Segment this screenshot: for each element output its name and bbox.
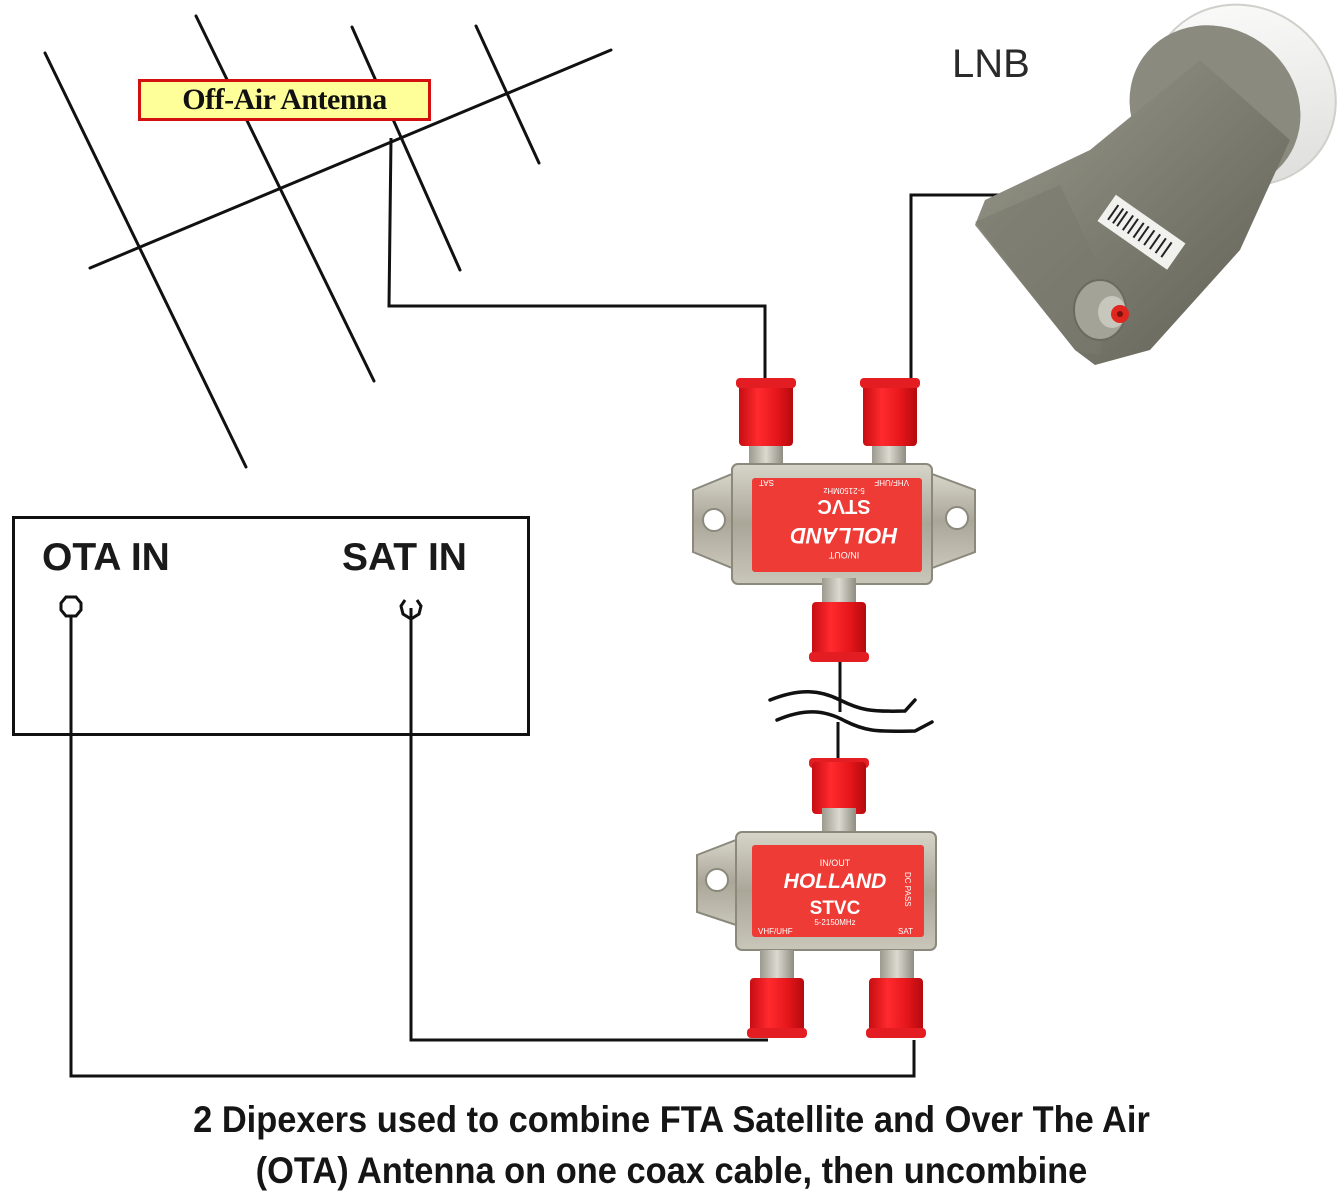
- diplexer-bottom-vhf: VHF/UHF: [758, 927, 793, 936]
- antenna-element-2: [194, 14, 376, 383]
- diplexer-bottom-brand: HOLLAND: [784, 870, 887, 893]
- diplexer-top-brand: HOLLAND: [790, 523, 898, 548]
- lnb-feed-wire: [909, 193, 1006, 378]
- diplexer-top-freq: 5-2150MHz: [823, 486, 864, 495]
- antenna-element-1: [43, 51, 248, 469]
- lnb-barcode-sticker: [1097, 194, 1186, 270]
- ota-in-wire: [69, 608, 916, 1078]
- sat-in-wire: [409, 608, 768, 1042]
- caption-line-2: (OTA) Antenna on one coax cable, then un…: [255, 1150, 1088, 1191]
- antenna-feed-wire: [387, 137, 767, 378]
- diplexer-top: IN/OUT HOLLAND STVC 5-2150MHz VHF/UHF SA…: [692, 378, 976, 662]
- diplexer-bottom-model: STVC: [810, 898, 861, 919]
- connector-bottom-sat: [866, 950, 926, 1038]
- connector-bottom-vhf: [747, 950, 807, 1038]
- receiver-box: [12, 516, 530, 736]
- lnb-device: [975, 3, 1337, 365]
- ota-in-label: OTA IN: [42, 536, 170, 579]
- diplexer-bottom-sat: SAT: [898, 927, 913, 936]
- diplexer-top-inout: IN/OUT: [828, 550, 859, 560]
- sat-in-label: SAT IN: [342, 536, 467, 579]
- cable-break-icon: [768, 690, 934, 734]
- diplexer-bottom-inout: IN/OUT: [820, 858, 851, 868]
- diplexer-top-model: STVC: [817, 495, 870, 517]
- lnb-f-connector: [1073, 279, 1129, 341]
- connector-top-inout: [809, 578, 869, 662]
- lnb-label: LNB: [952, 42, 1030, 86]
- antenna-label: Off-Air Antenna: [138, 79, 431, 121]
- antenna-element-3: [350, 25, 462, 272]
- coax-wires: [69, 137, 1006, 1078]
- diplexer-bottom-freq: 5-2150MHz: [814, 918, 855, 927]
- caption-line-1: 2 Dipexers used to combine FTA Satellite…: [193, 1099, 1150, 1140]
- antenna-element-4: [474, 24, 541, 165]
- diplexer-top-sat: SAT: [759, 478, 774, 487]
- antenna-boom: [88, 48, 613, 270]
- diagram-caption: 2 Dipexers used to combine FTA Satellite…: [47, 1094, 1296, 1196]
- diplexer-bottom-dcpass: DC PASS: [903, 872, 912, 907]
- diplexer-top-vhf: VHF/UHF: [874, 478, 909, 487]
- off-air-antenna: [43, 14, 613, 469]
- connector-bottom-inout: [809, 758, 869, 842]
- diplexer-bottom: IN/OUT HOLLAND STVC 5-2150MHz VHF/UHF SA…: [696, 758, 937, 1038]
